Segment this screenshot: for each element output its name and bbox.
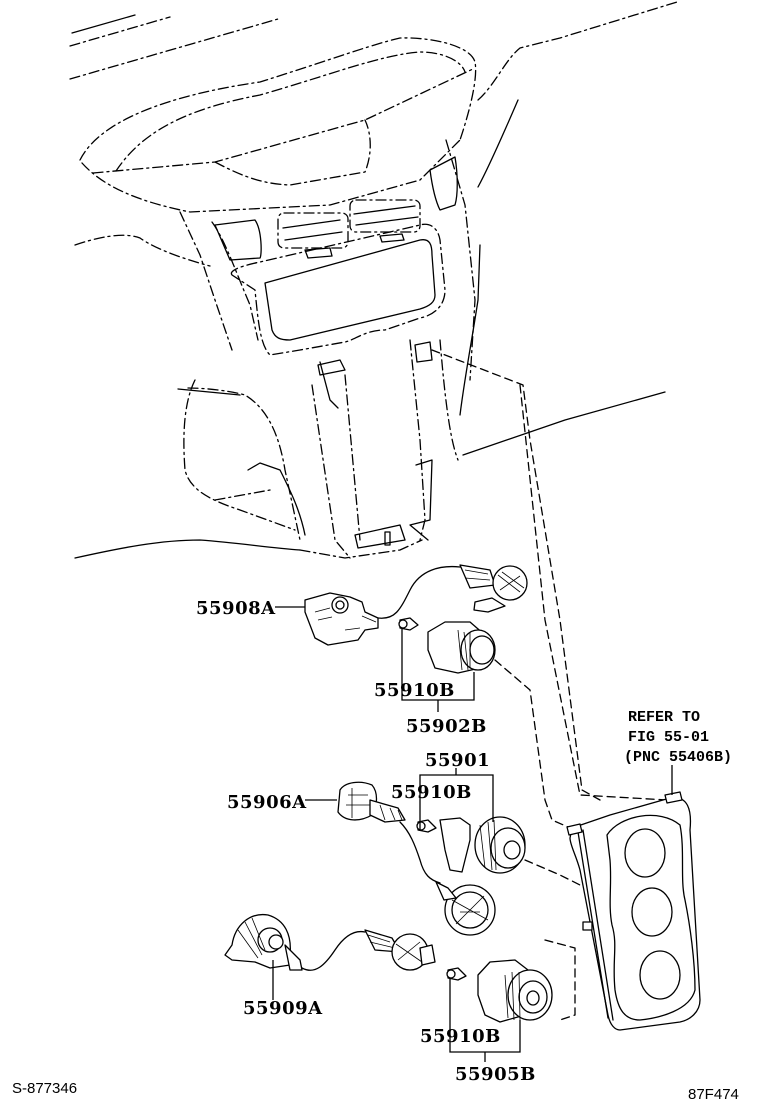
projection-lines [431,349,668,1021]
label-55901[interactable]: 55901 [425,750,490,771]
label-55906A[interactable]: 55906A [227,792,307,813]
part-55910B-2[interactable] [416,819,437,833]
label-55908A[interactable]: 55908A [196,598,276,619]
part-55902B[interactable] [427,621,496,674]
part-connector-upper [459,564,528,613]
label-55905B[interactable]: 55905B [455,1064,536,1085]
footer-left-code: S-877346 [12,1080,77,1097]
label-55910B-2[interactable]: 55910B [391,782,472,803]
part-55906A[interactable] [337,781,406,823]
part-55910B-3[interactable] [446,967,467,981]
part-55908A[interactable] [304,592,379,646]
reference-line-2: FIG 55-01 [628,729,709,746]
part-55910B-1[interactable] [398,617,419,631]
reference-line-3[interactable]: (PNC 55406B) [624,749,732,766]
reference-line-1: REFER TO [628,709,700,726]
leader-lines [272,606,673,1062]
label-55909A[interactable]: 55909A [243,998,323,1019]
label-55910B-3[interactable]: 55910B [420,1026,501,1047]
dashboard-outline [69,1,678,559]
wire-harness-3 [301,930,366,971]
part-connector-lower [364,929,436,971]
part-55901[interactable] [439,816,526,874]
footer-right-code: 87F474 [688,1086,739,1103]
label-55910B-1[interactable]: 55910B [374,680,455,701]
part-55406B-bezel[interactable] [566,791,701,1031]
part-55909A[interactable] [224,913,303,971]
wire-harness-1 [377,565,461,619]
wire-harness-2 [399,821,441,884]
part-dial-lower [435,881,496,936]
part-55905B[interactable] [477,959,553,1023]
label-55902B[interactable]: 55902B [406,716,487,737]
reference-note: REFER TO FIG 55-01 (PNC 55406B) [624,709,732,766]
